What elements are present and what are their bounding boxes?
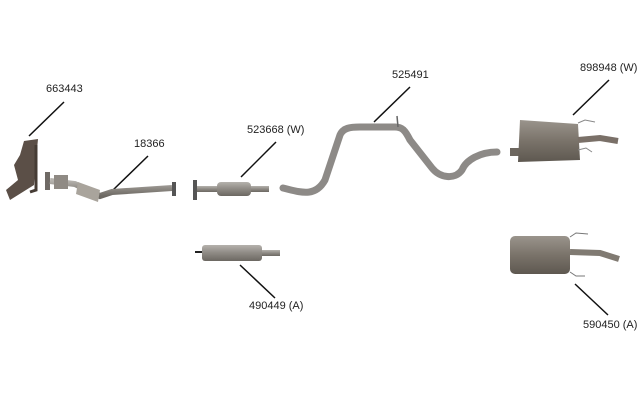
leader-lines	[28, 79, 610, 316]
leader-line-18366	[112, 155, 149, 191]
part-label-490449: 490449 (A)	[249, 300, 304, 312]
catalytic-converter-pipe	[45, 172, 176, 202]
intermediate-pipe	[279, 123, 501, 196]
leader-line-490449	[239, 264, 276, 299]
leader-line-590450	[574, 283, 609, 316]
leader-line-523668	[240, 141, 277, 178]
part-label-898948: 898948 (W)	[580, 62, 638, 74]
leader-line-663443	[28, 101, 65, 137]
exhaust-manifold	[6, 139, 38, 200]
resonator-pipe	[193, 180, 269, 200]
part-label-525491: 525491	[392, 69, 429, 81]
alt-muffler	[510, 232, 620, 277]
leader-line-898948	[572, 79, 610, 116]
part-label-590450: 590450 (A)	[583, 319, 638, 331]
rear-muffler	[510, 119, 619, 162]
alt-resonator	[195, 245, 280, 261]
leader-line-525491	[373, 86, 411, 123]
part-label-18366: 18366	[134, 138, 165, 150]
part-label-663443: 663443	[46, 83, 83, 95]
part-label-523668: 523668 (W)	[247, 124, 305, 136]
